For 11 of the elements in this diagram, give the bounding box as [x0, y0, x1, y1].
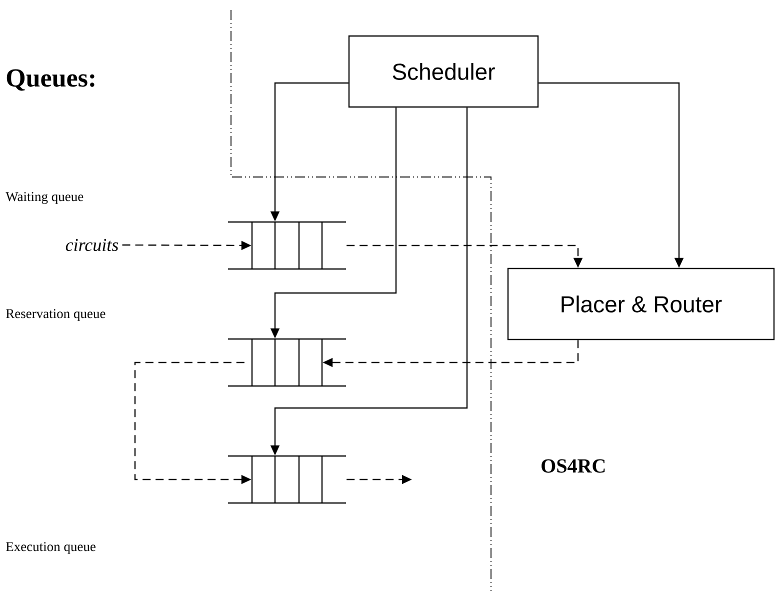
queue-symbol — [228, 338, 346, 387]
queue-label: Reservation queue — [6, 309, 106, 321]
queue-symbol — [228, 455, 346, 504]
process-box: Scheduler — [348, 35, 539, 108]
queue-label: Execution queue — [6, 542, 96, 554]
system-label: OS4RC — [542, 459, 605, 473]
input-text: circuits — [66, 238, 118, 252]
heading: Queues: — [6, 69, 94, 91]
process-box: Placer & Router — [507, 268, 775, 340]
queue-symbol — [228, 221, 346, 270]
queue-label: Waiting queue — [6, 192, 84, 204]
